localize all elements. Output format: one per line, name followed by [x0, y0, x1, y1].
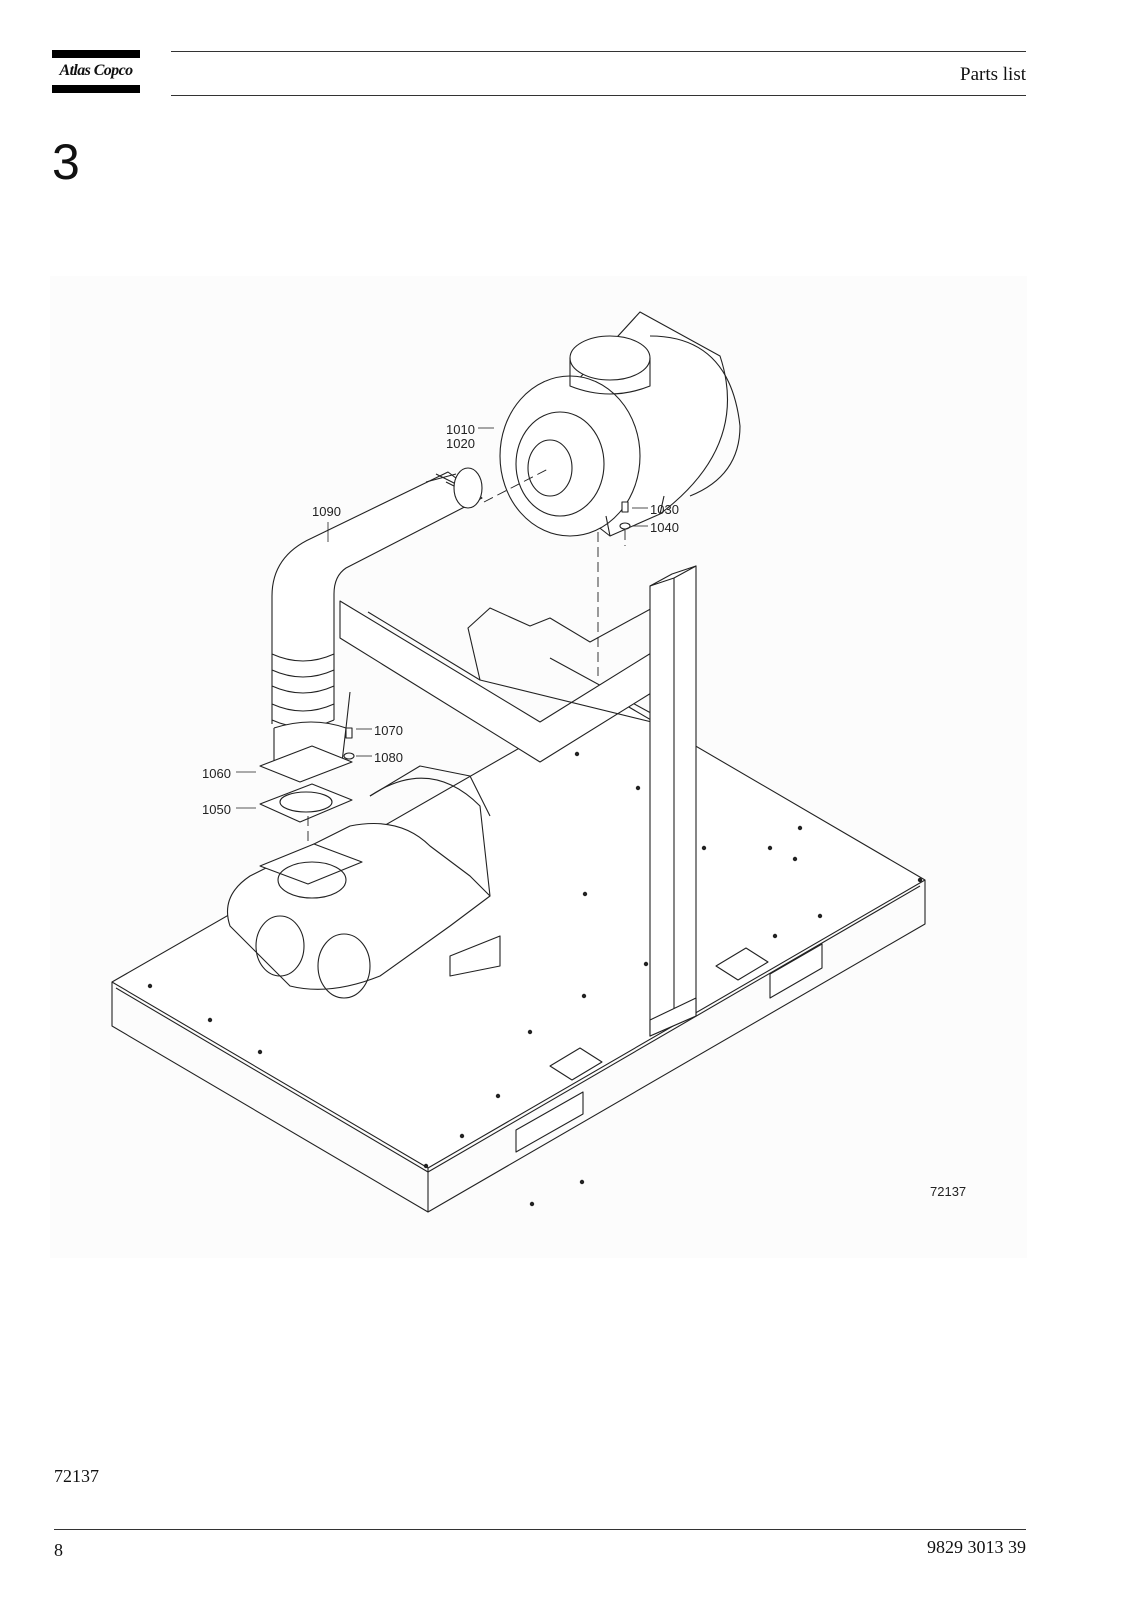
callout-leaders	[236, 427, 648, 809]
logo-bar-bottom	[52, 85, 140, 93]
header-rule-bottom	[171, 95, 1026, 96]
footer-rule	[54, 1529, 1026, 1530]
callout-1030: 1030	[650, 502, 679, 517]
logo-bar-top	[52, 50, 140, 58]
drawing-id: 72137	[930, 1184, 967, 1199]
callout-1050: 1050	[202, 802, 231, 817]
callout-1080: 1080	[374, 750, 403, 765]
page-number: 8	[54, 1540, 63, 1560]
atlas-copco-logo: Atlas Copco	[52, 50, 140, 94]
exploded-view-drawing	[111, 311, 926, 1213]
header-rule-top	[171, 51, 1026, 52]
callout-1010: 1010	[446, 422, 475, 437]
logo-text: Atlas Copco	[59, 62, 134, 79]
callout-1090: 1090	[312, 504, 341, 519]
document-number: 9829 3013 39	[927, 1537, 1026, 1557]
compressor-element	[226, 765, 501, 999]
intake-pipe	[271, 467, 483, 728]
support-bracket	[339, 565, 697, 1037]
callout-1060: 1060	[202, 766, 231, 781]
chapter-number: 3	[52, 134, 80, 190]
alignment-lines	[307, 467, 626, 842]
intake-flange	[259, 691, 353, 823]
fasteners	[343, 501, 631, 760]
callout-1020: 1020	[446, 436, 475, 451]
base-holes	[147, 751, 923, 1207]
base-frame	[111, 657, 926, 1213]
figure-reference: 72137	[54, 1466, 99, 1486]
callout-1040: 1040	[650, 520, 679, 535]
callout-1070: 1070	[374, 723, 403, 738]
section-title: Parts list	[960, 64, 1026, 85]
air-filter	[499, 311, 741, 537]
parts-drawing: 1010 1020 1090 1030 1040 1070 1080 1060 …	[50, 276, 1027, 1258]
